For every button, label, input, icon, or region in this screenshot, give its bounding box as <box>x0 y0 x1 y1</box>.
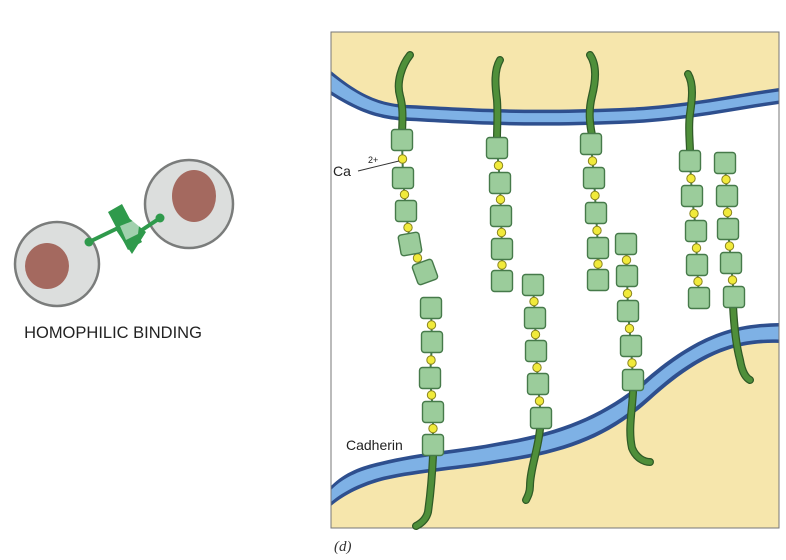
calcium-ion <box>624 323 635 334</box>
cadherin-tail-2-bottom <box>523 426 543 503</box>
homophilic-binding-caption: HOMOPHILIC BINDING <box>24 324 202 342</box>
cadherin-tail-4-bottom <box>730 302 753 383</box>
calcium-ion <box>495 194 506 205</box>
cadherin-1-bottom-ec-domain <box>421 400 445 424</box>
cadherin-4-top-ec-domain <box>680 184 704 208</box>
cadherin-3-bottom-ec-domain <box>619 334 643 358</box>
extracellular-space <box>331 85 779 502</box>
cadherin-2-top-ec-domain <box>489 204 513 228</box>
homophilic-binding-illustration: HOMOPHILIC BINDING <box>13 158 235 342</box>
calcium-ion <box>691 243 702 253</box>
calcium-ion <box>403 222 413 233</box>
calcium-ion <box>497 260 507 270</box>
calcium-ion <box>428 423 438 434</box>
cadherin-tail-2-top <box>492 57 503 141</box>
nucleus-right <box>172 170 216 222</box>
calcium-ion <box>532 362 542 373</box>
cadherin-tail-1-top <box>396 52 413 139</box>
cadherin-3-top-ec-domain <box>582 166 606 190</box>
cadherin-1-top-ec-domain <box>390 128 414 152</box>
cadherin-4-top-ec-domain <box>685 253 709 277</box>
calcium-ion <box>534 396 545 406</box>
calcium-ion <box>426 390 437 400</box>
ion-leader-line <box>357 160 400 172</box>
ion-label: Ca <box>333 163 351 179</box>
cadherin-4-bottom-ec-domain <box>716 217 740 241</box>
cadherin-4-top-ec-domain <box>678 149 702 173</box>
calcium-ion <box>727 275 738 285</box>
ion-charge-label: 2+ <box>368 155 378 165</box>
cadherin-1-top-ec-domain <box>411 258 439 286</box>
calcium-ion <box>529 296 539 307</box>
calcium-ion <box>590 190 600 201</box>
calcium-ion-label: Ca 2+ <box>333 155 400 179</box>
cadherin-2-bottom-ec-domain <box>523 306 547 330</box>
cadherin-tail-1-bottom <box>413 453 436 529</box>
calcium-ion <box>399 189 410 200</box>
cadherin-pair-icon <box>84 204 165 254</box>
nucleus-left <box>25 243 69 289</box>
calcium-ion <box>724 241 735 251</box>
calcium-ion <box>722 207 733 218</box>
cadherin-diagram: Ca 2+ Cadherin <box>330 31 780 530</box>
cadherin-2-bottom-ec-domain <box>529 406 553 430</box>
calcium-ion <box>621 255 632 265</box>
cadherin-1-top-ec-domain <box>394 199 418 223</box>
calcium-ion <box>496 227 507 238</box>
calcium-ion <box>689 208 699 219</box>
calcium-ion <box>627 358 637 368</box>
cadherin-2-top-ec-domain <box>485 136 509 160</box>
calcium-ion <box>693 276 703 287</box>
calcium-ion <box>530 329 541 340</box>
cadherin-2-bottom-ec-domain <box>526 372 550 396</box>
calcium-ion <box>397 154 408 164</box>
cadherin-4-top-ec-domain <box>687 286 711 310</box>
cadherin-3-bottom-ec-domain <box>615 264 639 288</box>
cadherin-2-bottom-ec-domain <box>521 273 545 297</box>
cadherin-1-bottom-ec-domain <box>421 433 445 457</box>
cadherin-4-bottom-ec-domain <box>715 184 739 208</box>
cadherin-2-bottom-ec-domain <box>524 339 548 363</box>
calcium-ion <box>493 160 504 171</box>
cadherin-1-bottom-ec-domain <box>419 296 443 320</box>
calcium-ion <box>622 288 633 299</box>
cadherin-4-bottom-ec-domain <box>722 285 746 309</box>
calcium-ion <box>412 253 423 263</box>
cadherin-1-bottom-ec-domain <box>420 330 444 354</box>
cadherin-molecules <box>390 51 754 530</box>
cadherin-4-bottom-ec-domain <box>713 151 737 175</box>
cadherin-2-top-ec-domain <box>488 171 512 195</box>
cadherin-1-bottom-ec-domain <box>418 366 442 390</box>
cadherin-label: Cadherin <box>346 437 403 453</box>
calcium-ion <box>587 156 598 166</box>
calcium-ion <box>592 225 602 236</box>
cadherin-2-top-ec-domain <box>490 269 514 293</box>
cadherin-3-bottom-ec-domain <box>616 299 640 323</box>
calcium-ion <box>593 259 603 269</box>
cadherin-3-top-ec-domain <box>584 201 608 225</box>
cadherin-3-top-ec-domain <box>579 132 603 156</box>
calcium-ion <box>426 355 436 365</box>
cadherin-3-bottom-ec-domain <box>621 368 645 392</box>
cadherin-3-top-ec-domain <box>586 268 610 292</box>
calcium-ion <box>426 320 437 330</box>
cadherin-2-top-ec-domain <box>490 237 514 261</box>
calcium-ion <box>686 173 696 184</box>
cadherin-4-top-ec-domain <box>684 219 708 243</box>
cadherin-4-bottom-ec-domain <box>719 251 743 275</box>
cadherin-tail-3-bottom <box>627 389 653 465</box>
cadherin-3-top-ec-domain <box>586 236 610 260</box>
cadherin-1-top-ec-domain <box>391 166 415 190</box>
panel-letter-label: (d) <box>334 539 352 555</box>
calcium-ion <box>721 174 731 185</box>
cadherin-tail-3-top <box>586 52 598 138</box>
cadherin-1-top-ec-domain <box>397 231 423 257</box>
cadherin-tail-4-top <box>685 71 695 155</box>
cadherin-3-bottom-ec-domain <box>614 232 638 256</box>
